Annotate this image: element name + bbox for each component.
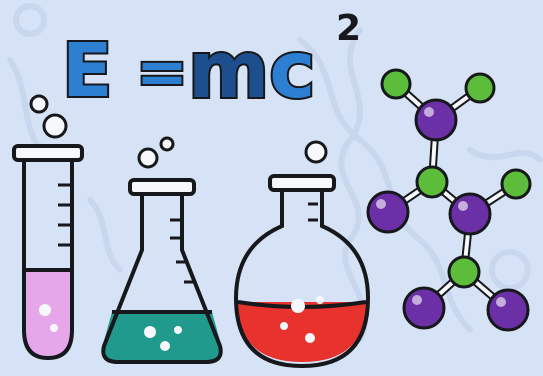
round-bottom-flask (233, 140, 371, 369)
tube-bubble (29, 94, 49, 114)
round-flask-liquid (238, 302, 366, 362)
liquid-bubble (174, 326, 182, 334)
purple-atom (486, 288, 530, 332)
liquid-bubble (305, 333, 315, 343)
erlenmeyer-glass (101, 192, 223, 364)
erlenmeyer-liquid (101, 312, 223, 362)
liquid-bubble (316, 296, 324, 304)
erlenmeyer-rim (128, 178, 196, 196)
liquid-bubble (50, 324, 58, 332)
erlenmeyer-graduation-marks (170, 218, 196, 284)
tube-bubble (42, 113, 68, 139)
tube-glass (22, 156, 74, 361)
purple-atom (366, 190, 410, 234)
molecule-model (366, 68, 532, 332)
liquid-bubble (144, 326, 156, 338)
liquid-bubble (160, 341, 170, 351)
flask-bubble (137, 147, 159, 169)
green-atom (447, 255, 481, 289)
formula-equals: = (136, 35, 188, 108)
round-flask-rim (268, 174, 336, 192)
purple-atom (414, 98, 458, 142)
green-atom (464, 72, 496, 104)
background-pattern (7, 3, 543, 343)
round-flask-graduation-marks (308, 202, 318, 222)
test-tube (12, 94, 84, 361)
formula-letter-e: E (62, 28, 113, 114)
erlenmeyer-flask (101, 136, 223, 364)
flask-bubble (304, 140, 328, 164)
tube-graduation-marks (58, 183, 70, 247)
atom-highlights (376, 107, 506, 307)
purple-atom (402, 286, 446, 330)
green-atom (380, 68, 412, 100)
green-atom (415, 165, 449, 199)
liquid-bubble (39, 304, 51, 316)
green-atom (500, 168, 532, 200)
round-flask-glass (233, 188, 371, 369)
tube-rim (12, 144, 84, 162)
formula-letter-c: c (269, 26, 315, 116)
formula-letter-m: m (188, 26, 269, 116)
purple-atom (448, 192, 492, 236)
formula: E = mc 2 (60, 8, 361, 118)
liquid-bubble (291, 299, 305, 313)
liquid-bubble (280, 322, 288, 330)
formula-exponent: 2 (336, 8, 361, 49)
formula-mc: mc (188, 26, 316, 116)
flask-bubble (159, 136, 175, 152)
